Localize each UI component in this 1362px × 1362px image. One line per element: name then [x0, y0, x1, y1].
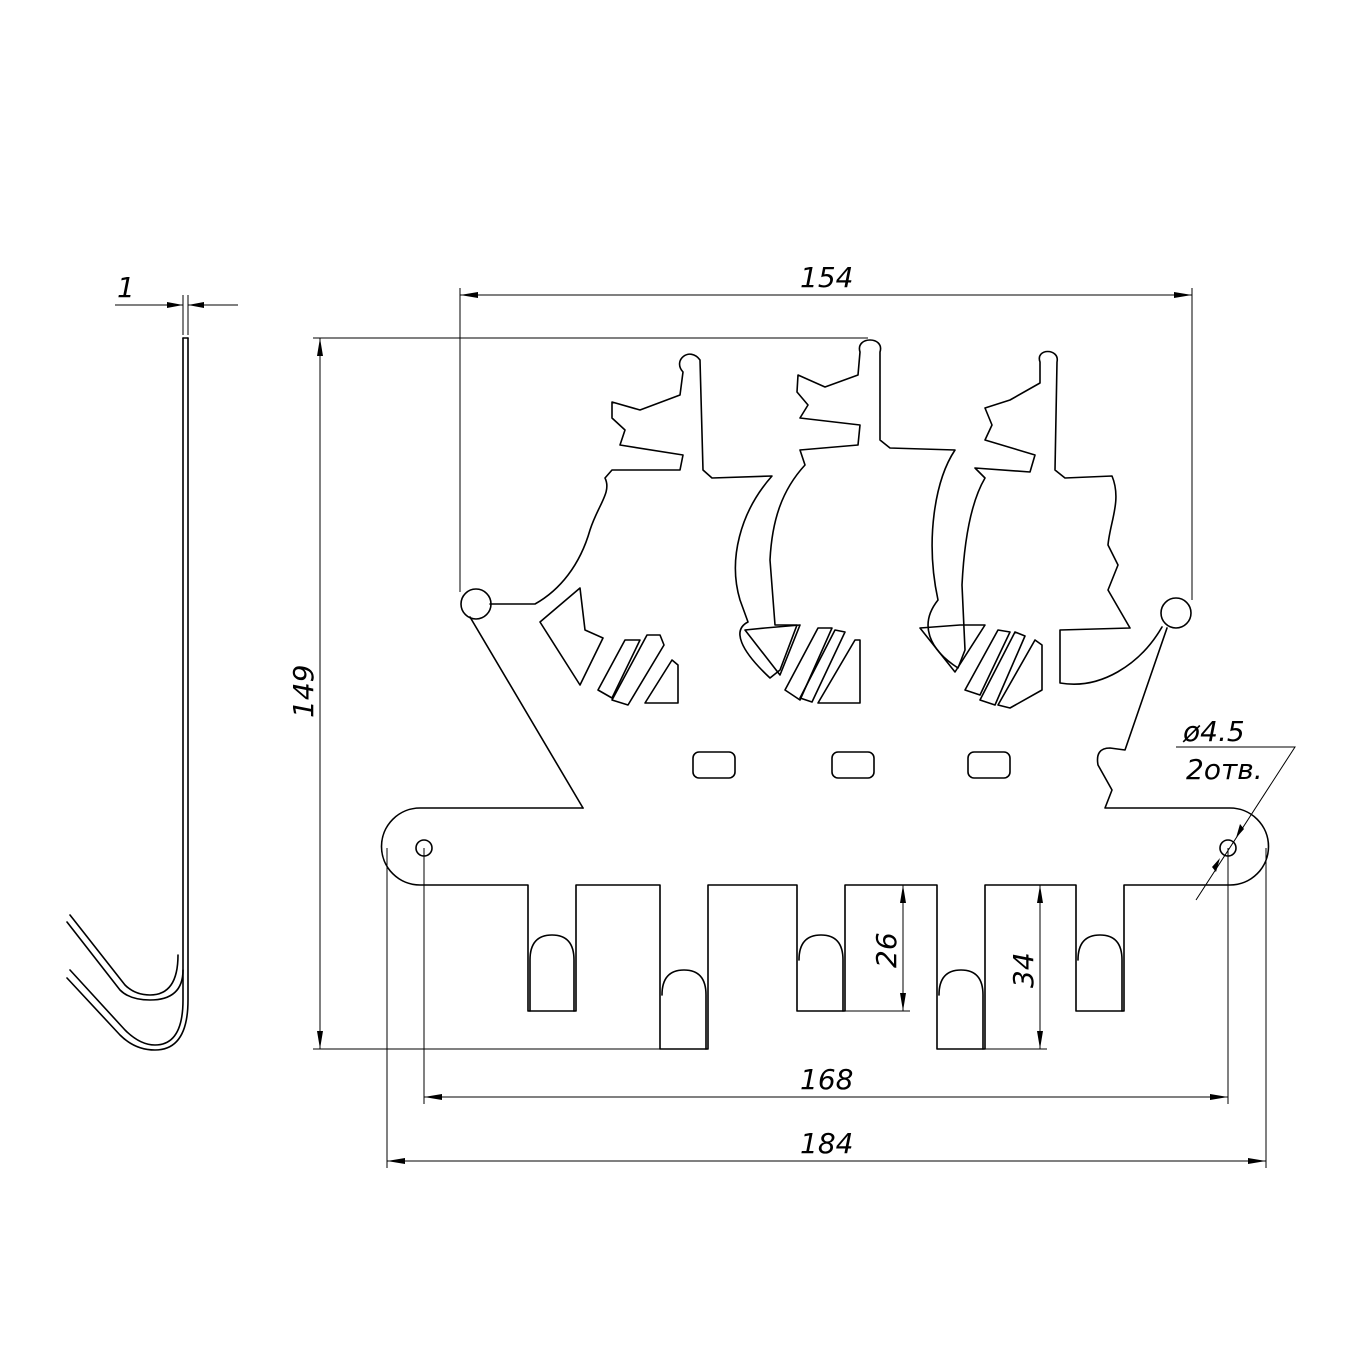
- front-view: [380, 339, 1270, 1050]
- dimensions: 154 149 168 184 26 34 ø4.5 2отв.: [287, 261, 1296, 1168]
- window-slot: [967, 751, 1011, 779]
- long-slot-dimension: 34: [1007, 952, 1040, 988]
- thickness-dimension: 1: [117, 271, 135, 304]
- base-plate-outline: [380, 627, 1270, 1050]
- hole-diameter-note: ø4.5: [1182, 715, 1245, 748]
- height-dimension: 149: [287, 665, 320, 718]
- short-slot-dimension: 26: [870, 932, 903, 968]
- overall-width-dimension: 184: [800, 1127, 853, 1160]
- window-slot: [692, 751, 736, 779]
- top-width-dimension: 154: [800, 261, 853, 294]
- hole-count-note: 2отв.: [1186, 753, 1263, 786]
- ship-silhouette: [489, 339, 1163, 685]
- hole-spacing-dimension: 168: [800, 1063, 853, 1096]
- side-view: 1: [66, 271, 238, 1051]
- window-slot: [831, 751, 875, 779]
